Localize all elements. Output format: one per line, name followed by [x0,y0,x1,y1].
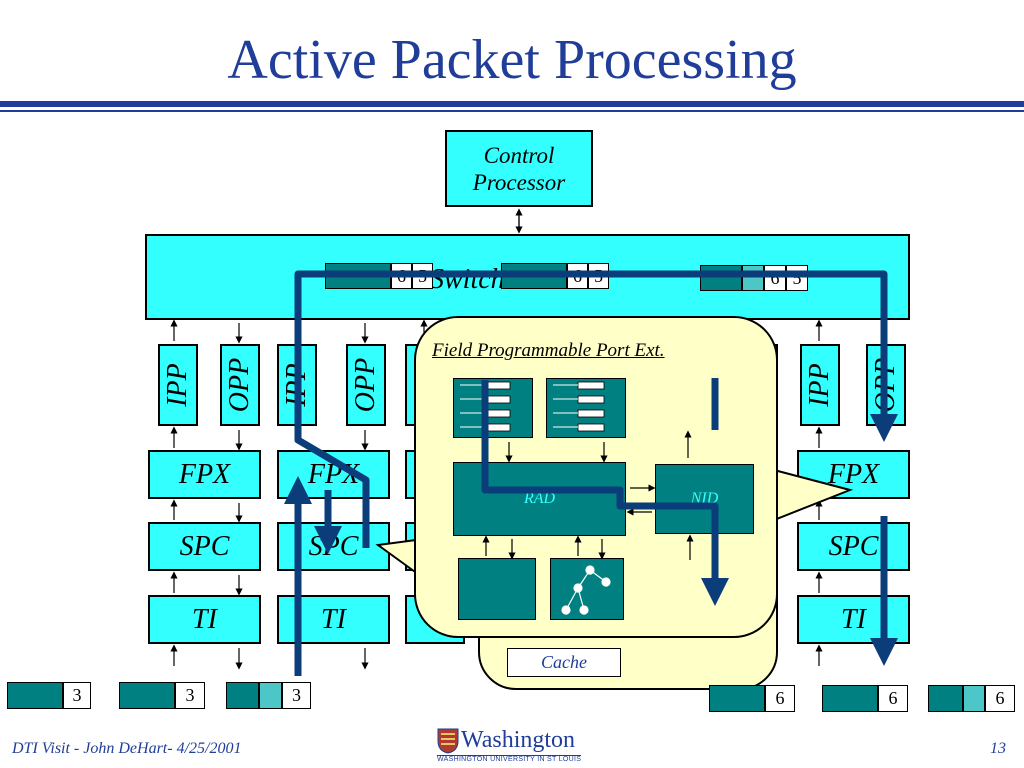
packet-field: 6 [985,685,1015,712]
packet-body [928,685,963,712]
packet-body [7,682,63,709]
callout-title: Field Programmable Port Ext. [432,340,665,361]
university-logo-subtitle: WASHINGTON UNIVERSITY IN ST LOUIS [437,755,582,763]
ipp-card: IPP [158,344,198,426]
opp-card: OPP [346,344,386,426]
packet-field: 3 [175,682,205,709]
fpx-card: FPX [148,450,261,499]
packet-field: 6 [765,685,795,712]
title-rule-thin [0,110,1024,112]
ti-card: TI [797,595,910,644]
page-number: 13 [990,740,1006,757]
title-rule [0,101,1024,107]
packet-segment [259,682,282,709]
switch-label: Switch [430,264,505,295]
spc-card: SPC [797,522,910,571]
packet-body [226,682,259,709]
packet-field: 3 [282,682,311,709]
ipp-card: IPP [800,344,840,426]
university-logo-name: Washington [461,727,576,753]
packet-field: 6 [878,685,908,712]
packet-segment [963,685,985,712]
packet-field: 3 [63,682,91,709]
sram-block [458,558,536,620]
ti-card: TI [148,595,261,644]
packet-body [700,265,742,291]
packet-body [822,685,878,712]
packet-body [119,682,175,709]
shield-icon [437,728,459,754]
opp-card: OPP [220,344,260,426]
slide-title: Active Packet Processing [227,29,797,91]
control-processor: Control Processor [445,130,593,207]
cache-block: Cache [507,648,621,677]
spc-card: SPC [148,522,261,571]
footer-text: DTI Visit - John DeHart- 4/25/2001 [12,740,242,757]
tree-icon [561,565,611,615]
packet-body [709,685,765,712]
